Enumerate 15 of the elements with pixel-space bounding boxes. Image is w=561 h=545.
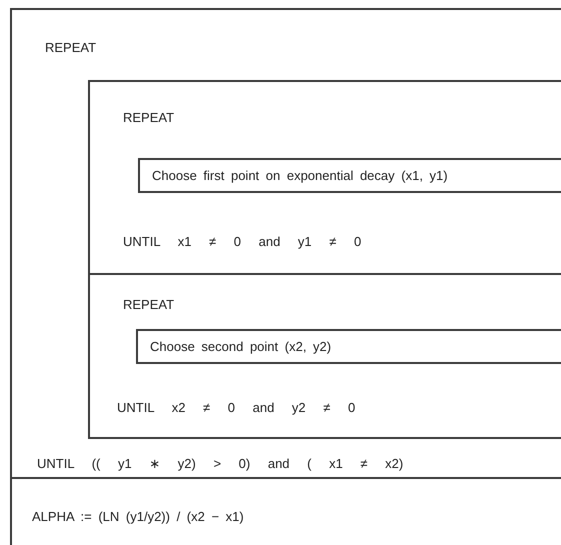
keyword-label: REPEAT: [123, 297, 174, 312]
process-box: [136, 329, 561, 364]
loop-block: [88, 80, 561, 275]
keyword-label: REPEAT: [123, 110, 174, 125]
statement-text: Choose first point on exponential decay (x1, y1): [152, 168, 448, 183]
statement-box: [10, 477, 561, 545]
process-box: [138, 158, 561, 193]
loop-block: [88, 273, 561, 439]
condition-text: UNTIL (( y1 ∗ y2) > 0) and ( x1 ≠ x2): [37, 456, 404, 472]
condition-text: UNTIL x2 ≠ 0 and y2 ≠ 0: [117, 400, 356, 415]
statement-text: Choose second point (x2, y2): [150, 339, 332, 354]
loop-block: [10, 8, 561, 479]
condition-text: UNTIL x1 ≠ 0 and y1 ≠ 0: [123, 234, 362, 249]
keyword-label: REPEAT: [45, 40, 96, 55]
statement-text: ALPHA := (LN (y1/y2)) / (x2 − x1): [32, 509, 244, 524]
